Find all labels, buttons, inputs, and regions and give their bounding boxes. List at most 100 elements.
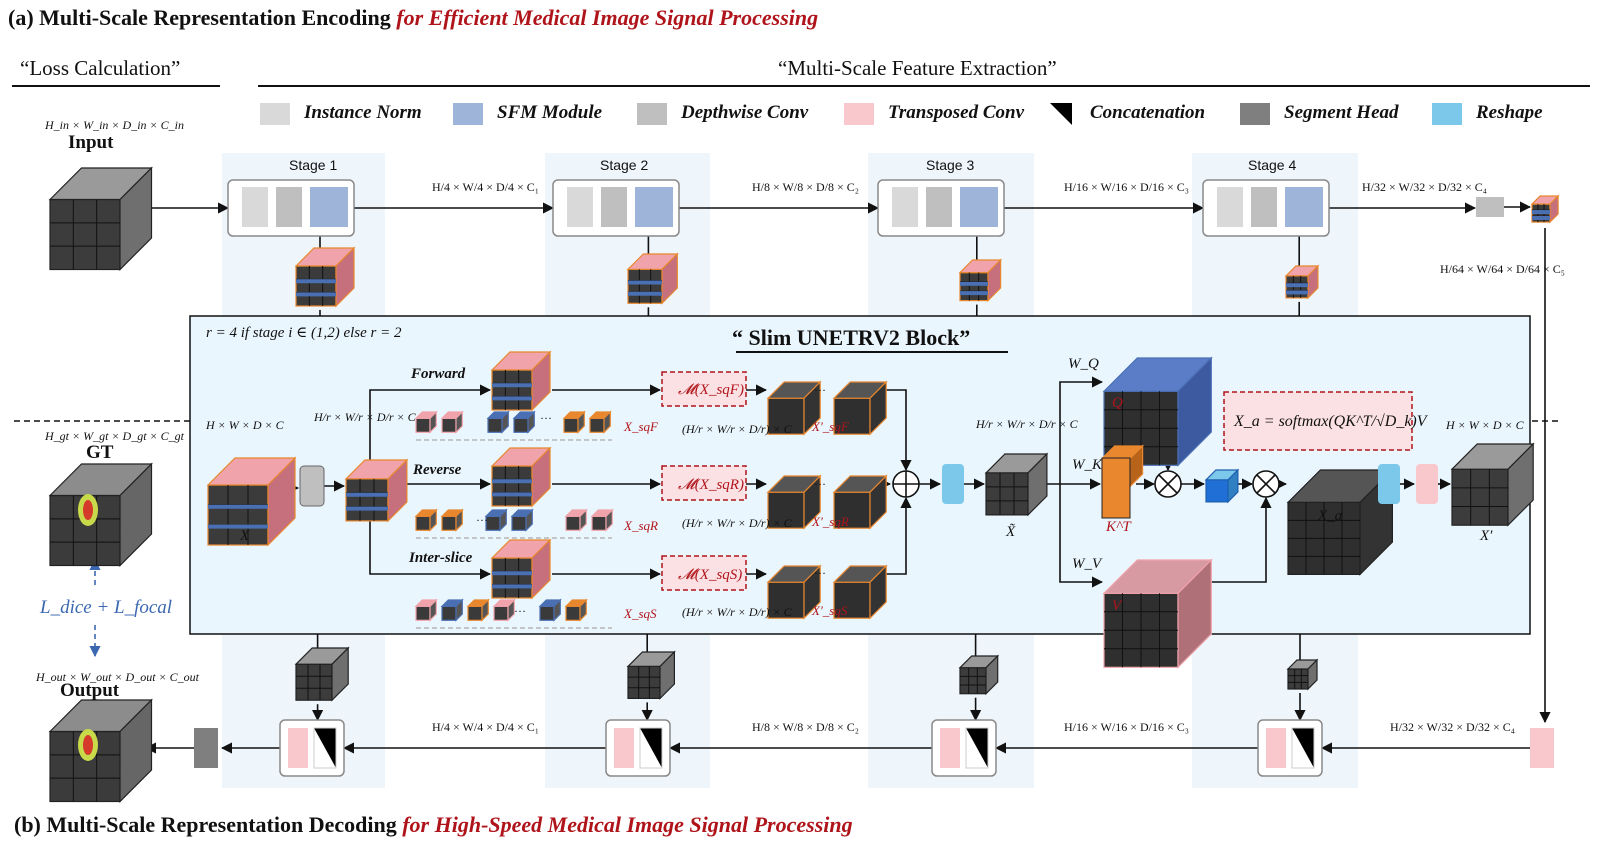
gt-volume: [48, 462, 153, 567]
sfm-module-block: [635, 187, 673, 227]
token-bar-2: [766, 564, 822, 620]
cube-side: [605, 508, 613, 532]
cube-side: [527, 410, 535, 434]
x-tilde-dim: H/r × W/r × D/r × C: [976, 417, 1078, 431]
gt-dim: H_gt × W_gt × D_gt × C_gt: [45, 429, 184, 443]
forward-label: Forward: [411, 366, 466, 382]
reverse-label: Reverse: [413, 462, 462, 478]
seq-token-1-4: [564, 508, 588, 532]
token-bar-1: [766, 474, 822, 530]
decoder-dim-1: H/4 × W/4 × D/4 × C₁: [432, 720, 539, 734]
cube-front: [1205, 479, 1229, 503]
cube-side: [507, 598, 515, 622]
decoding-title: (b) Multi-Scale Representation Decoding …: [14, 812, 853, 838]
cube-front: [295, 663, 333, 701]
out-reverse: X′_sqR: [812, 514, 849, 529]
encoding-title: (a) Multi-Scale Representation Encoding …: [8, 5, 818, 31]
cube-band-blue: [492, 383, 532, 388]
black-triangle-icon: [1046, 102, 1076, 125]
cube-front: [207, 484, 269, 546]
v-tokens: [1102, 558, 1213, 669]
gt-tumor-core: [83, 500, 93, 520]
cube-band-blue: [296, 292, 336, 297]
cube-front: [415, 417, 431, 433]
cube-side: [1177, 356, 1212, 467]
x-prime-label: X′: [1480, 528, 1493, 544]
legend-concatenation: Concatenation: [1046, 102, 1205, 125]
seq-token-0-2: [486, 410, 510, 434]
cube-side: [803, 380, 821, 436]
cube-front: [441, 605, 457, 621]
instance-norm-block: [242, 187, 268, 227]
gray-square-icon: [637, 102, 667, 125]
dark-square-icon: [1240, 102, 1270, 125]
cube-front: [539, 605, 555, 621]
cube-front: [485, 515, 501, 531]
cube-side: [429, 410, 437, 434]
block-out-dim: H × W × D × C: [1446, 418, 1524, 432]
merge-inter-slice: [878, 496, 912, 575]
cube-side: [579, 598, 587, 622]
seq-token-0-0: [414, 410, 438, 434]
cube-side: [869, 380, 887, 436]
attention-formula-box: [1223, 391, 1413, 451]
encoder-dim-3: H/16 × W/16 × D/16 × C₃: [1064, 180, 1189, 194]
cube-front: [833, 397, 871, 435]
cube-band-blue: [492, 479, 532, 484]
transposed-conv-block: [940, 728, 960, 768]
branch-forward: [369, 384, 492, 462]
attention-formula: X_a = softmax(QK^T/√D_k)V: [1234, 413, 1427, 430]
input-dim: H_in × W_in × D_in × C_in: [45, 118, 184, 132]
cube-front: [1451, 468, 1509, 526]
cube-side: [803, 564, 821, 620]
stage-3-label: Stage 3: [926, 157, 975, 173]
ellipsis-out-reverse: ···: [814, 477, 826, 491]
cube-side: [1227, 468, 1239, 504]
concatenation-block: [640, 728, 662, 768]
cube-side: [455, 598, 463, 622]
reduced-dim: H/r × W/r × D/r × C: [314, 410, 416, 424]
v-to-mul: [1190, 496, 1272, 583]
bottleneck-dim: H/64 × W/64 × D/64 × C₅: [1440, 262, 1565, 276]
feature-section-label: “Multi-Scale Feature Extraction”: [778, 56, 1057, 80]
seq-token-1-1: [440, 508, 464, 532]
x-prime-cube: [1450, 442, 1535, 527]
cube-front: [1287, 668, 1309, 690]
cube-front: [959, 272, 989, 302]
seq-token-2-4: [538, 598, 562, 622]
output-dim: H_out × W_out × D_out × C_out: [36, 670, 199, 684]
legend-depthwise-conv: Depthwise Conv: [637, 102, 808, 125]
encoder-dim-1: H/4 × W/4 × D/4 × C₁: [432, 180, 539, 194]
depthwise-conv-block: [926, 187, 952, 227]
cube-band-blue: [628, 280, 662, 285]
cube-front: [563, 417, 579, 433]
concatenation-frame: [965, 727, 989, 769]
cube-front: [415, 605, 431, 621]
cube-side: [455, 410, 463, 434]
multiply-icon-1-b: [1158, 474, 1178, 494]
seq-token-2-3: [492, 598, 516, 622]
seq-token-0-5: [588, 410, 612, 434]
mamba-reverse: 𝓜(X_sqR): [678, 477, 744, 493]
cube-side: [579, 508, 587, 532]
token-bar-4: [832, 474, 888, 530]
decoder-dim-4: H/32 × W/32 × D/32 × C₄: [1390, 720, 1515, 734]
cube-side: [1177, 558, 1212, 669]
loss-section-label: “Loss Calculation”: [20, 56, 181, 80]
bottleneck-norm: [1476, 197, 1504, 217]
cube-front: [295, 265, 337, 307]
cube-side: [869, 564, 887, 620]
stage-output-cube-1: [294, 246, 356, 308]
cube-front: [565, 515, 581, 531]
kt-label: K^T: [1106, 519, 1131, 535]
cube-band-blue: [346, 492, 388, 497]
seq-token-1-5: [590, 508, 614, 532]
depthwise-conv-block: [601, 187, 627, 227]
scan-cube-2: [490, 538, 552, 600]
cube-front: [589, 417, 605, 433]
cube-band-blue: [492, 584, 532, 589]
mamba-inter-slice: 𝓜(X_sqS): [678, 567, 743, 583]
depthwise-conv-block: [276, 187, 302, 227]
cube-front: [441, 515, 457, 531]
block-reshape: [942, 464, 964, 504]
